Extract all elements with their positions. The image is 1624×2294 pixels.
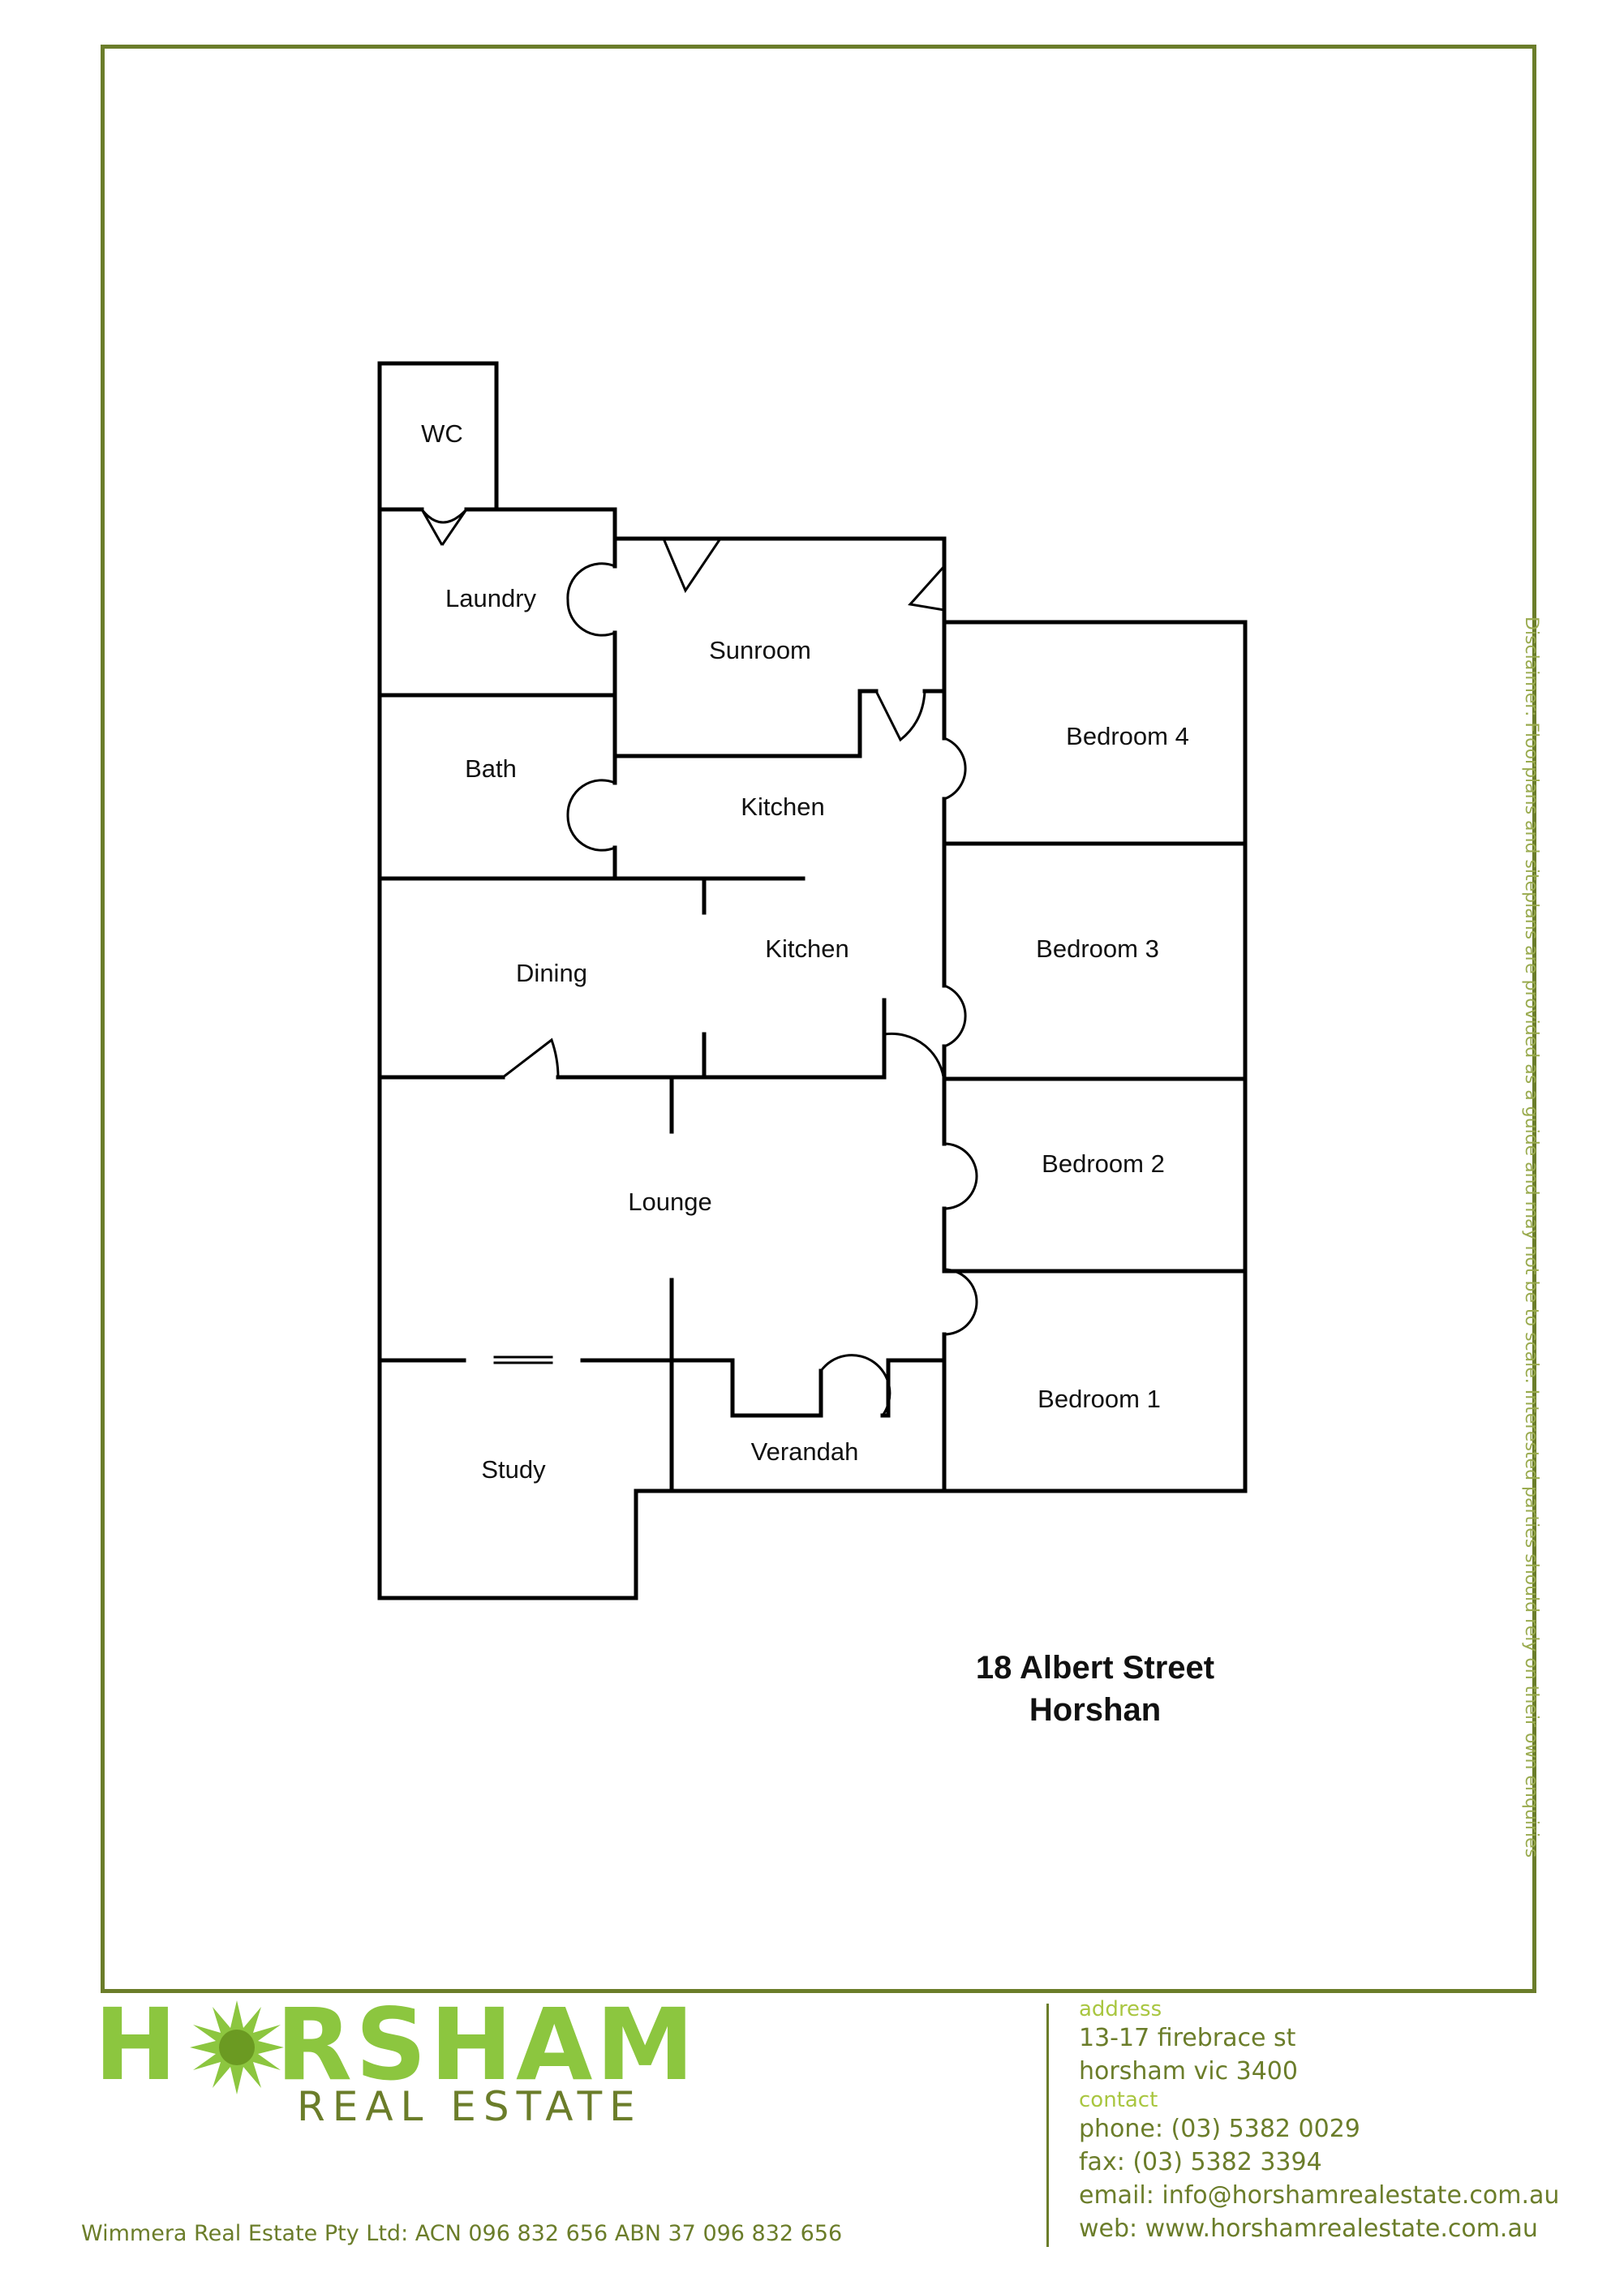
room-label-bath: Bath	[465, 754, 517, 783]
door-swing	[566, 562, 616, 637]
company-registration: Wimmera Real Estate Pty Ltd: ACN 096 832…	[81, 2221, 843, 2246]
sun-star-icon	[190, 2000, 284, 2094]
verandah-wall	[669, 1358, 823, 1418]
door-swing	[883, 1032, 946, 1084]
room-label-dining: Dining	[516, 959, 587, 987]
room-label-laundry: Laundry	[445, 584, 537, 612]
address-line-1: 13-17 firebrace st	[1079, 2024, 1296, 2052]
door-swing	[420, 508, 468, 546]
phone-number: phone: (03) 5382 0029	[1079, 2115, 1360, 2143]
website-link[interactable]: web: www.horshamrealestate.com.au	[1079, 2215, 1538, 2243]
door-swing	[908, 565, 946, 612]
room-label-bedroom1: Bedroom 1	[1038, 1385, 1161, 1413]
disclaimer-text: Disclaimer: Floorplans and siteplans are…	[1521, 616, 1541, 1858]
room-labels: WC Laundry Sunroom Bath Kitchen Kitchen …	[421, 419, 1189, 1484]
sunroom-kitchen-wall	[612, 689, 879, 758]
room-label-bedroom2: Bedroom 2	[1042, 1149, 1165, 1178]
address-line-2: horsham vic 3400	[1079, 2057, 1298, 2086]
doors	[420, 508, 978, 1416]
contact-divider	[1046, 2004, 1049, 2247]
page-frame	[101, 45, 1536, 1993]
door-swing	[662, 538, 722, 594]
door-swing	[943, 984, 967, 1048]
logo-subtitle: REAL ESTATE	[297, 2083, 642, 2130]
fax-number: fax: (03) 5382 3394	[1079, 2148, 1322, 2176]
room-label-sunroom: Sunroom	[709, 636, 811, 664]
room-label-bedroom3: Bedroom 3	[1036, 934, 1159, 963]
address-label: address	[1079, 1997, 1162, 2021]
door-swing	[819, 1354, 891, 1416]
property-town: Horshan	[1029, 1692, 1162, 1728]
walls	[377, 361, 1248, 1600]
contact-label: contact	[1079, 2088, 1158, 2112]
door-swing	[566, 779, 616, 852]
property-address: 18 Albert Street Horshan	[811, 1647, 1379, 1731]
door-swing	[502, 1037, 560, 1079]
room-label-kitchen-upper: Kitchen	[741, 793, 824, 821]
door-swing	[874, 690, 926, 742]
room-label-verandah: Verandah	[751, 1437, 859, 1466]
room-label-kitchen-lower: Kitchen	[765, 934, 849, 963]
door-swing	[943, 1142, 978, 1210]
room-label-study: Study	[481, 1455, 546, 1484]
room-label-lounge: Lounge	[628, 1188, 711, 1216]
contact-block: address 13-17 firebrace st horsham vic 3…	[1079, 1997, 1559, 2245]
property-street: 18 Albert Street	[975, 1650, 1215, 1686]
door-swing	[943, 737, 967, 801]
room-label-wc: WC	[421, 419, 463, 448]
verandah-wall	[880, 1358, 947, 1418]
door-swing	[943, 1268, 978, 1336]
email-address[interactable]: email: info@horshamrealestate.com.au	[1079, 2181, 1560, 2210]
room-label-bedroom4: Bedroom 4	[1066, 722, 1189, 750]
